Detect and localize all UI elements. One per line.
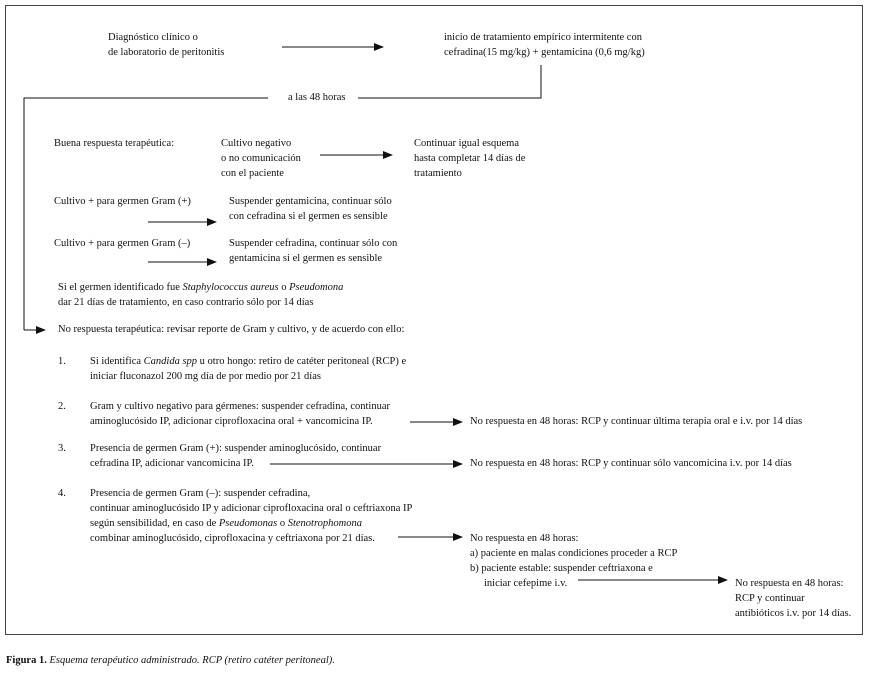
no-response-label: No respuesta terapéutica: revisar report… bbox=[58, 324, 405, 335]
item-4-outcome: No respuesta en 48 horas: bbox=[470, 533, 579, 544]
item-4-outcome-a: a) paciente en malas condiciones procede… bbox=[470, 548, 678, 559]
item-1-number: 1. bbox=[58, 356, 66, 367]
item-1-text-2: iniciar fluconazol 200 mg día de por med… bbox=[90, 371, 321, 382]
initial-treatment-text-2: cefradina(15 mg/kg) + gentamicina (0,6 m… bbox=[444, 47, 645, 58]
continue-scheme-text-2: hasta completar 14 días de bbox=[414, 153, 526, 164]
staph-note: Si el germen identificado fue Staphyloco… bbox=[58, 282, 344, 293]
item-3-text-2: cefradina IP, adicionar vancomicina IP. bbox=[90, 458, 254, 469]
gram-negative-label: Cultivo + para germen Gram (–) bbox=[54, 238, 191, 249]
item-4-text-3: según sensibilidad, en caso de Pseudomon… bbox=[90, 518, 363, 529]
negative-culture-text: Cultivo negativo bbox=[221, 138, 292, 149]
gram-positive-action: Suspender gentamicina, continuar sólo bbox=[229, 196, 392, 207]
staph-note-2: dar 21 días de tratamiento, en caso cont… bbox=[58, 297, 314, 308]
item-2-outcome: No respuesta en 48 horas: RCP y continua… bbox=[470, 416, 803, 427]
gram-positive-label: Cultivo + para germen Gram (+) bbox=[54, 196, 191, 207]
connector-48h-right bbox=[358, 65, 542, 99]
item-4-final-2: RCP y continuar bbox=[735, 593, 805, 604]
item-4-outcome-b-2: iniciar cefepime i.v. bbox=[484, 578, 568, 589]
item-2-text: Gram y cultivo negativo para gérmenes: s… bbox=[90, 401, 391, 412]
connector-48h-left bbox=[23, 97, 268, 330]
item-4-final: No respuesta en 48 horas: bbox=[735, 578, 844, 589]
diagram-frame bbox=[5, 5, 863, 635]
negative-culture-text-3: con el paciente bbox=[221, 168, 284, 179]
item-4-number: 4. bbox=[58, 488, 66, 499]
diagnosis-text: Diagnóstico clínico o bbox=[108, 32, 198, 43]
item-4-text-2: continuar aminoglucósido IP y adicionar … bbox=[90, 503, 413, 514]
gram-negative-action-2: gentamicina si el germen es sensible bbox=[229, 253, 383, 264]
negative-culture-text-2: o no comunicación bbox=[221, 153, 301, 164]
hours-48-label: a las 48 horas bbox=[288, 92, 346, 103]
gram-negative-action: Suspender cefradina, continuar sólo con bbox=[229, 238, 398, 249]
item-3-outcome: No respuesta en 48 horas: RCP y continua… bbox=[470, 458, 792, 469]
item-3-text: Presencia de germen Gram (+): suspender … bbox=[90, 443, 382, 454]
item-3-number: 3. bbox=[58, 443, 66, 454]
continue-scheme-text: Continuar igual esquema bbox=[414, 138, 519, 149]
figure-caption: Figura 1. Esquema terapéutico administra… bbox=[6, 655, 335, 666]
item-4-outcome-b: b) paciente estable: suspender ceftriaxo… bbox=[470, 563, 653, 574]
item-2-number: 2. bbox=[58, 401, 66, 412]
item-4-text: Presencia de germen Gram (–): suspender … bbox=[90, 488, 311, 499]
item-1-text: Si identifica Candida spp u otro hongo: … bbox=[90, 356, 407, 367]
item-4-final-3: antibióticos i.v. por 14 días. bbox=[735, 608, 852, 619]
item-4-text-4: combinar aminoglucósido, ciprofloxacina … bbox=[90, 533, 375, 544]
diagnosis-text-2: de laboratorio de peritonitis bbox=[108, 47, 225, 58]
continue-scheme-text-3: tratamiento bbox=[414, 168, 462, 179]
initial-treatment-text: inicio de tratamiento empírico intermite… bbox=[444, 32, 642, 43]
good-response-label: Buena respuesta terapéutica: bbox=[54, 138, 175, 149]
gram-positive-action-2: con cefradina si el germen es sensible bbox=[229, 211, 388, 222]
item-2-text-2: aminoglucósido IP, adicionar ciprofloxac… bbox=[90, 416, 373, 427]
